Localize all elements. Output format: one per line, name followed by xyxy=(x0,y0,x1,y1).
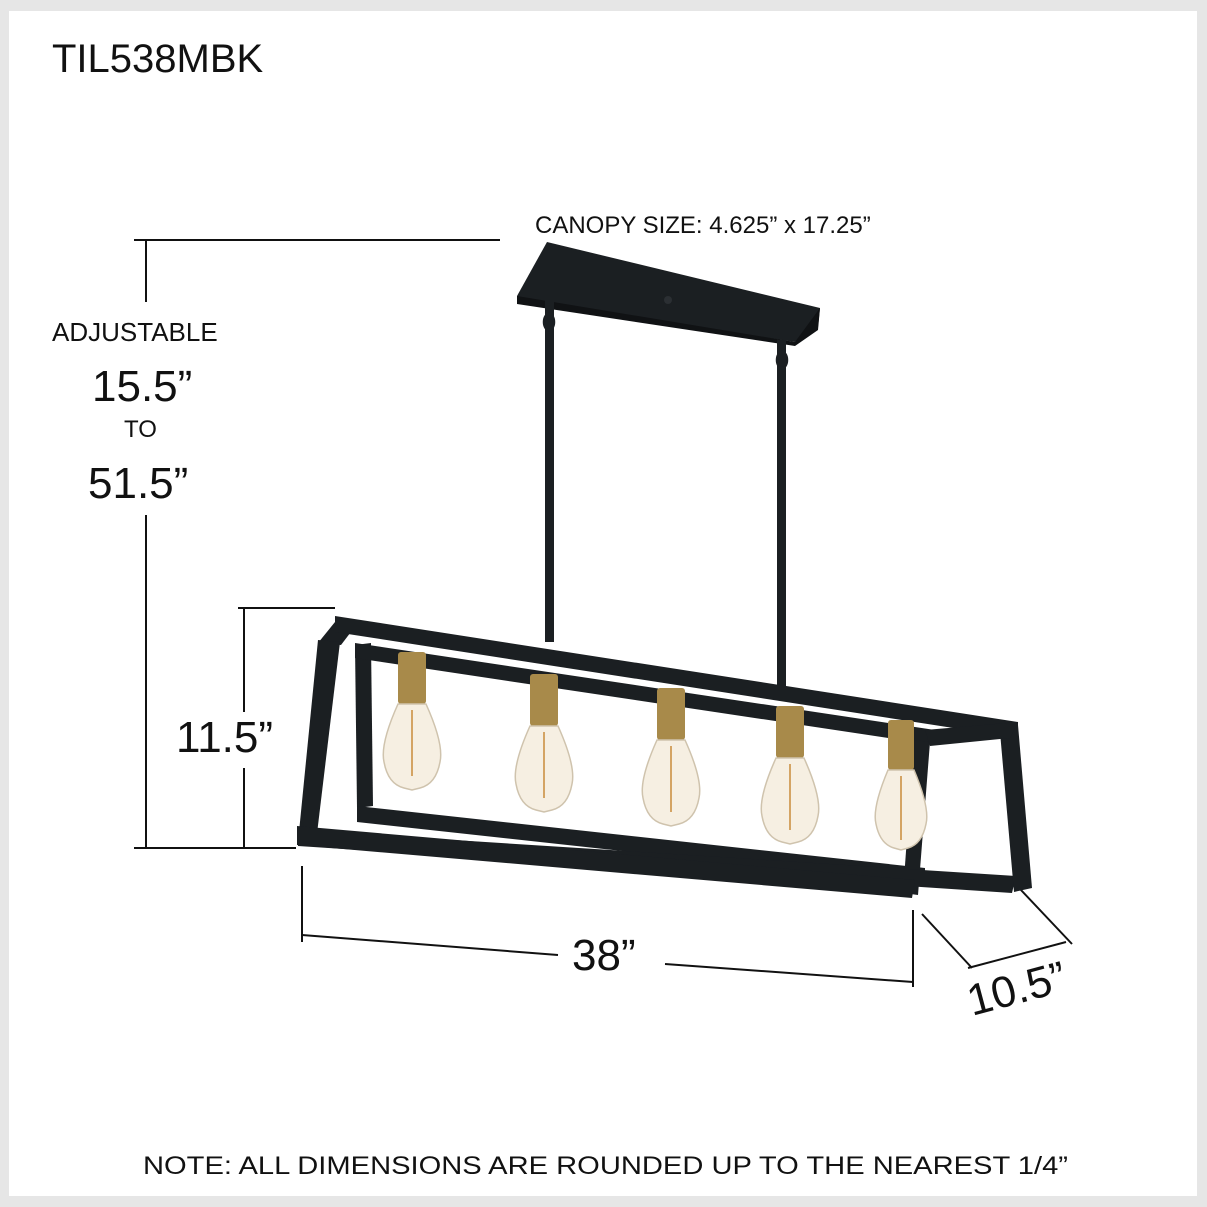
spec-sheet xyxy=(9,11,1197,1196)
width-label: 38” xyxy=(572,931,636,980)
rounding-note: NOTE: ALL DIMENSIONS ARE ROUNDED UP TO T… xyxy=(143,1152,1068,1180)
depth-label: 10.5” xyxy=(962,952,1072,1025)
model-number: TIL538MBK xyxy=(52,37,264,81)
front-frame xyxy=(297,616,1032,898)
hanging-rods xyxy=(545,296,786,696)
overall-height-dimension-line xyxy=(134,239,500,849)
canopy xyxy=(517,242,820,342)
bulb-1 xyxy=(382,652,442,791)
fixture-height-label: 11.5” xyxy=(176,713,273,762)
adjustable-max-height: 51.5” xyxy=(88,459,188,508)
width-dimension-line xyxy=(301,866,914,987)
adjustable-label: ADJUSTABLE xyxy=(52,317,218,347)
bulb-3 xyxy=(641,688,701,827)
fixture-height-dimension-line xyxy=(238,607,335,848)
adjustable-min-height: 15.5” xyxy=(92,362,192,411)
canopy-size-label: CANOPY SIZE: 4.625” x 17.25” xyxy=(535,212,871,239)
adjustable-to-label: TO xyxy=(124,416,157,443)
bulb-5 xyxy=(874,720,928,851)
depth-dimension-line xyxy=(921,888,1073,969)
bulb-4 xyxy=(760,706,820,845)
pendant-fixture xyxy=(297,242,1032,898)
bulb-2 xyxy=(514,674,574,813)
